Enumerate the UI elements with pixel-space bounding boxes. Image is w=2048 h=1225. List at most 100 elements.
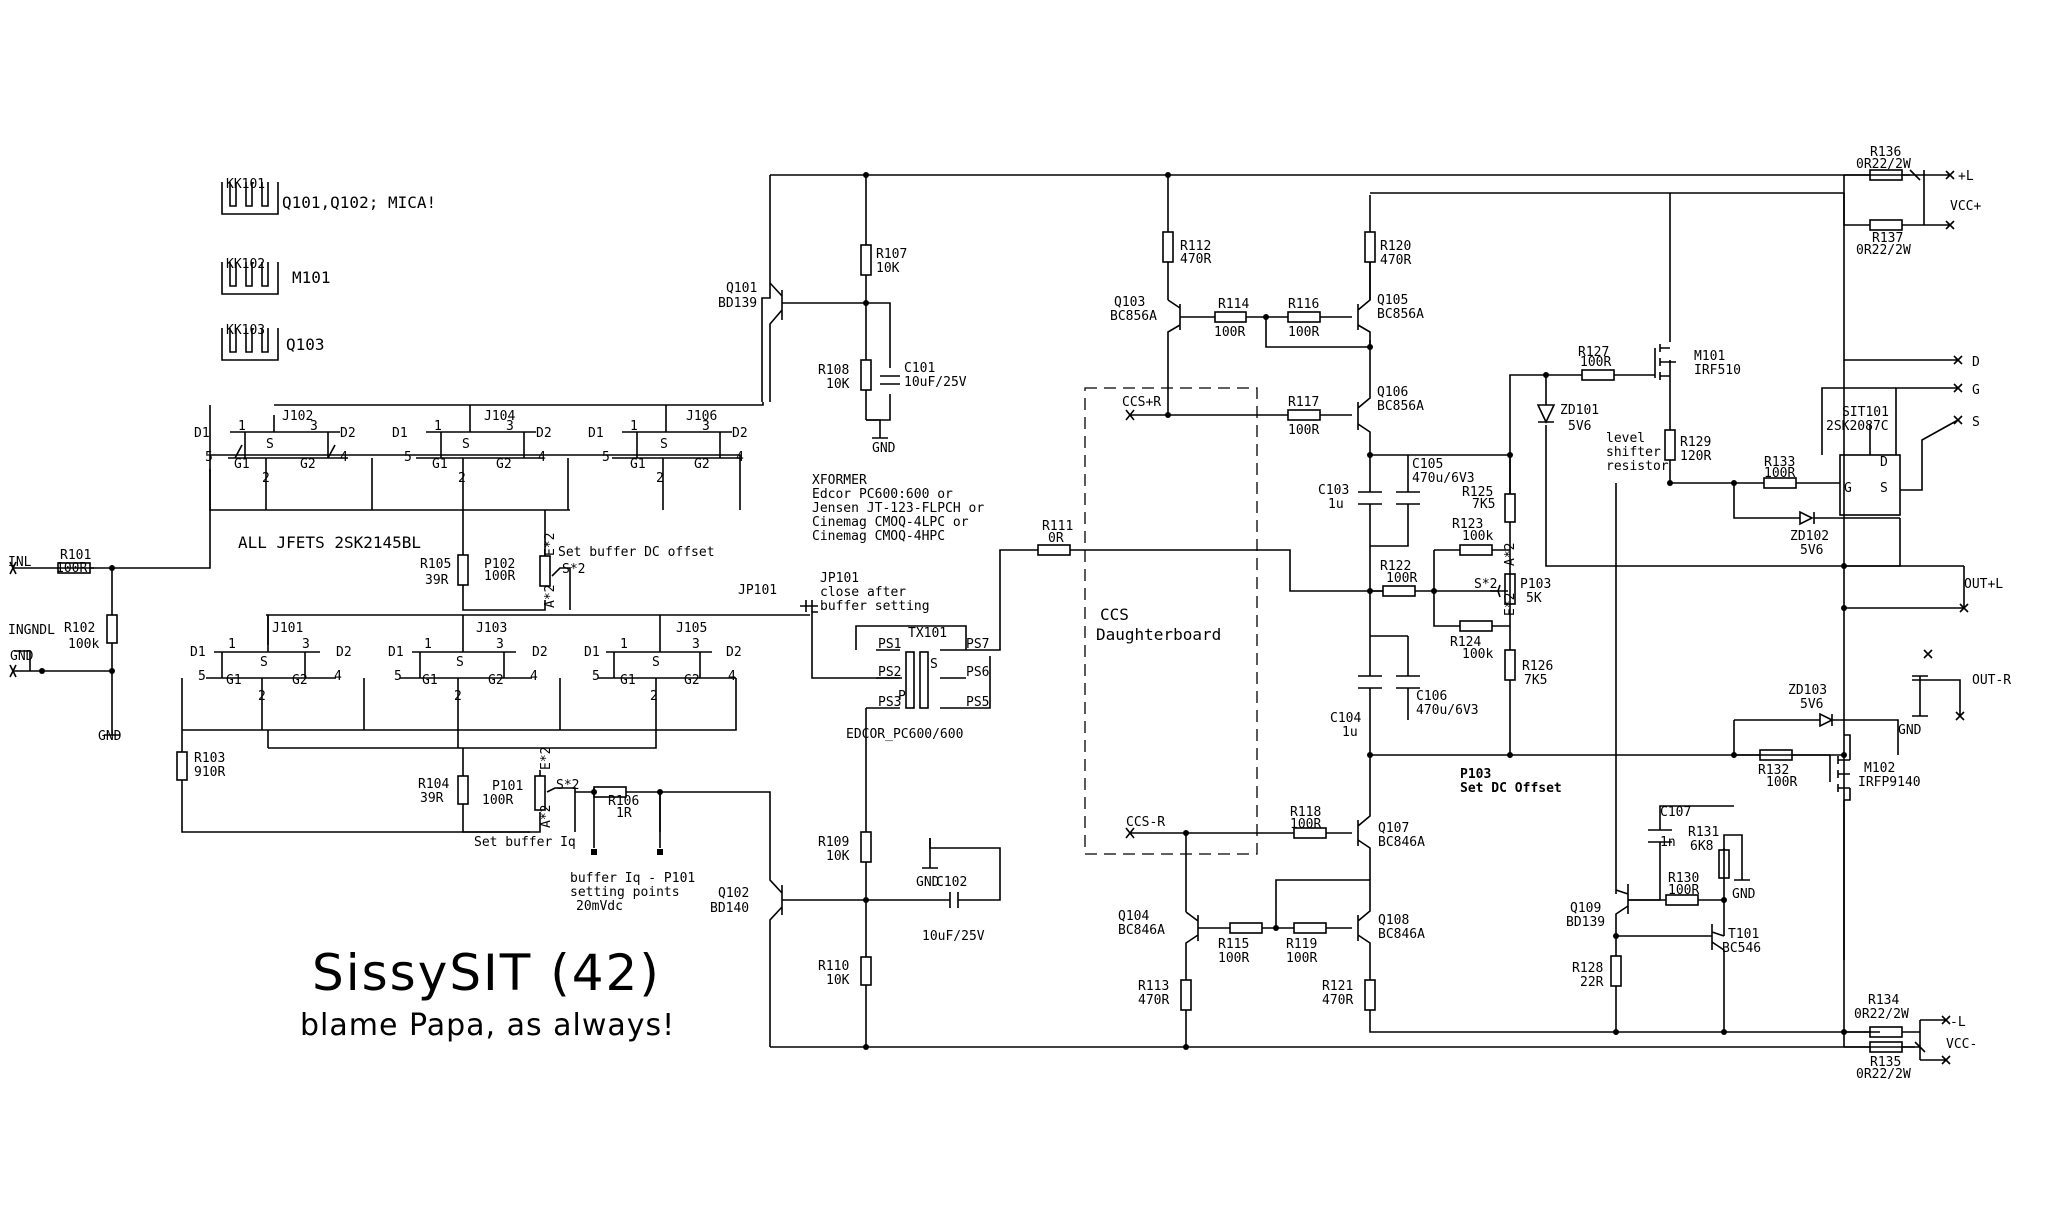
heatsink-kk102: KK102 M101	[221, 257, 331, 295]
resistor-r119	[1293, 922, 1327, 934]
pin-d1: D1	[584, 645, 600, 660]
j102-ref: J102	[282, 409, 313, 424]
pin-s: S	[930, 657, 938, 672]
r131-ref: R131	[1688, 825, 1719, 840]
r106-ref: R106	[608, 794, 639, 809]
r133-value: 100R	[1764, 466, 1795, 481]
note-level-3: resistor	[1606, 459, 1669, 474]
pin-3: 3	[506, 419, 514, 434]
pin-1: 1	[238, 419, 246, 434]
pin-g2: G2	[684, 673, 700, 688]
resistor-r122	[1382, 585, 1416, 597]
pin-1: 1	[630, 419, 638, 434]
q102-ref: Q102	[718, 886, 749, 901]
r106-value: 1R	[616, 806, 632, 821]
junction-dot	[1165, 412, 1171, 418]
t101-value: BC546	[1722, 941, 1761, 956]
r107-value: 10K	[876, 261, 900, 276]
pin-5: 5	[592, 669, 600, 684]
r115-ref: R115	[1218, 937, 1249, 952]
heatsink-note: Q103	[286, 335, 325, 354]
r125-ref: R125	[1462, 485, 1493, 500]
c107-ref: C107	[1660, 805, 1691, 820]
jfet-j105: D1 D2 J105 1 3 5 4 G1 G2 S 2	[584, 615, 742, 704]
resistor-r136	[1869, 169, 1903, 181]
r124-ref: R124	[1450, 635, 1481, 650]
trimmer-p102	[539, 555, 551, 587]
jfet-j106: D1 D2 J106 1 3 5 4 G1 G2 S 2	[588, 405, 748, 486]
pin-5: 5	[602, 450, 610, 465]
junction-dot	[1841, 563, 1847, 569]
r120-ref: R120	[1380, 239, 1411, 254]
jfet-j101: D1 D2 J101 1 3 5 4 G1 G2 S 2	[190, 615, 352, 704]
r112-ref: R112	[1180, 239, 1211, 254]
r128-value: 22R	[1580, 975, 1604, 990]
jfet-row-lower: D1 D2 J101 1 3 5 4 G1 G2 S 2 D1 D2 J103 …	[176, 614, 800, 833]
c106-value: 470u/6V3	[1416, 703, 1479, 718]
r117-value: 100R	[1288, 423, 1319, 438]
q107-value: BC846A	[1378, 835, 1425, 850]
pin-s2: S*2	[562, 562, 585, 577]
junction-dot	[1263, 314, 1269, 320]
r116-value: 100R	[1288, 325, 1319, 340]
m101-value: IRF510	[1694, 363, 1741, 378]
resistor-r126	[1504, 649, 1516, 681]
jfet-j104: D1 D2 J104 1 3 5 4 G1 G2 S 2	[392, 405, 552, 486]
note-iq-1: buffer Iq - P101	[570, 871, 695, 886]
resistor-r104	[457, 775, 469, 805]
q101-ref: Q101	[726, 281, 757, 296]
schematic-subtitle: blame Papa, as always!	[300, 1008, 675, 1043]
pin-a2: A*2	[543, 585, 558, 608]
resistor-r130	[1665, 894, 1699, 906]
r108-value: 10K	[826, 377, 850, 392]
pin-3: 3	[496, 637, 504, 652]
port-ingndl: INGNDL	[8, 623, 55, 638]
r104-value: 39R	[420, 791, 444, 806]
pin-a2: A*2	[1503, 543, 1518, 566]
junction-dot	[863, 1044, 869, 1050]
resistor-r111	[1037, 544, 1071, 556]
zd101-value: 5V6	[1568, 419, 1591, 434]
c103-value: 1u	[1328, 497, 1344, 512]
pin-d2: D2	[340, 426, 356, 441]
pin-g1: G1	[234, 457, 250, 472]
p102-ref: P102	[484, 557, 515, 572]
r114-ref: R114	[1218, 297, 1249, 312]
r128-ref: R128	[1572, 961, 1603, 976]
resistor-r110	[860, 956, 872, 986]
junction-dot	[1367, 752, 1373, 758]
pin-4: 4	[736, 450, 744, 465]
junction-dot	[1367, 452, 1373, 458]
transformer-section: JP101 JP101 close after buffer setting T…	[738, 473, 1383, 770]
pin-ps2: PS2	[878, 665, 901, 680]
r110-ref: R110	[818, 959, 849, 974]
note-xformer-0: XFORMER	[812, 473, 867, 488]
r130-value: 100R	[1668, 883, 1699, 898]
pin-g2: G2	[300, 457, 316, 472]
junction-dot	[1841, 605, 1847, 611]
r120-value: 470R	[1380, 253, 1411, 268]
note-iq-2: setting points	[570, 885, 680, 900]
r135-value: 0R22/2W	[1856, 1067, 1911, 1082]
port-out-plus-l: OUT+L	[1964, 577, 2003, 592]
zd103-ref: ZD103	[1788, 683, 1827, 698]
resistor-r115	[1229, 922, 1263, 934]
heatsink-ref: KK101	[226, 177, 265, 192]
junction-dot	[39, 668, 45, 674]
junction-dot	[1165, 172, 1171, 178]
c104-ref: C104	[1330, 711, 1361, 726]
pin-d2: D2	[726, 645, 742, 660]
pin-p: P	[898, 689, 906, 704]
zd102-ref: ZD102	[1790, 529, 1829, 544]
gnd-label: GND	[916, 875, 940, 890]
junction-dot	[1507, 752, 1513, 758]
q105-value: BC856A	[1377, 307, 1424, 322]
junction-dot	[1721, 1029, 1727, 1035]
sit-pin-g: G	[1844, 481, 1852, 496]
jp101-label: JP101	[820, 571, 859, 586]
zd102-value: 5V6	[1800, 543, 1823, 558]
r111-value: 0R	[1048, 531, 1064, 546]
pin-1: 1	[620, 637, 628, 652]
junction-dot	[109, 565, 115, 571]
junction-dot	[1543, 372, 1549, 378]
